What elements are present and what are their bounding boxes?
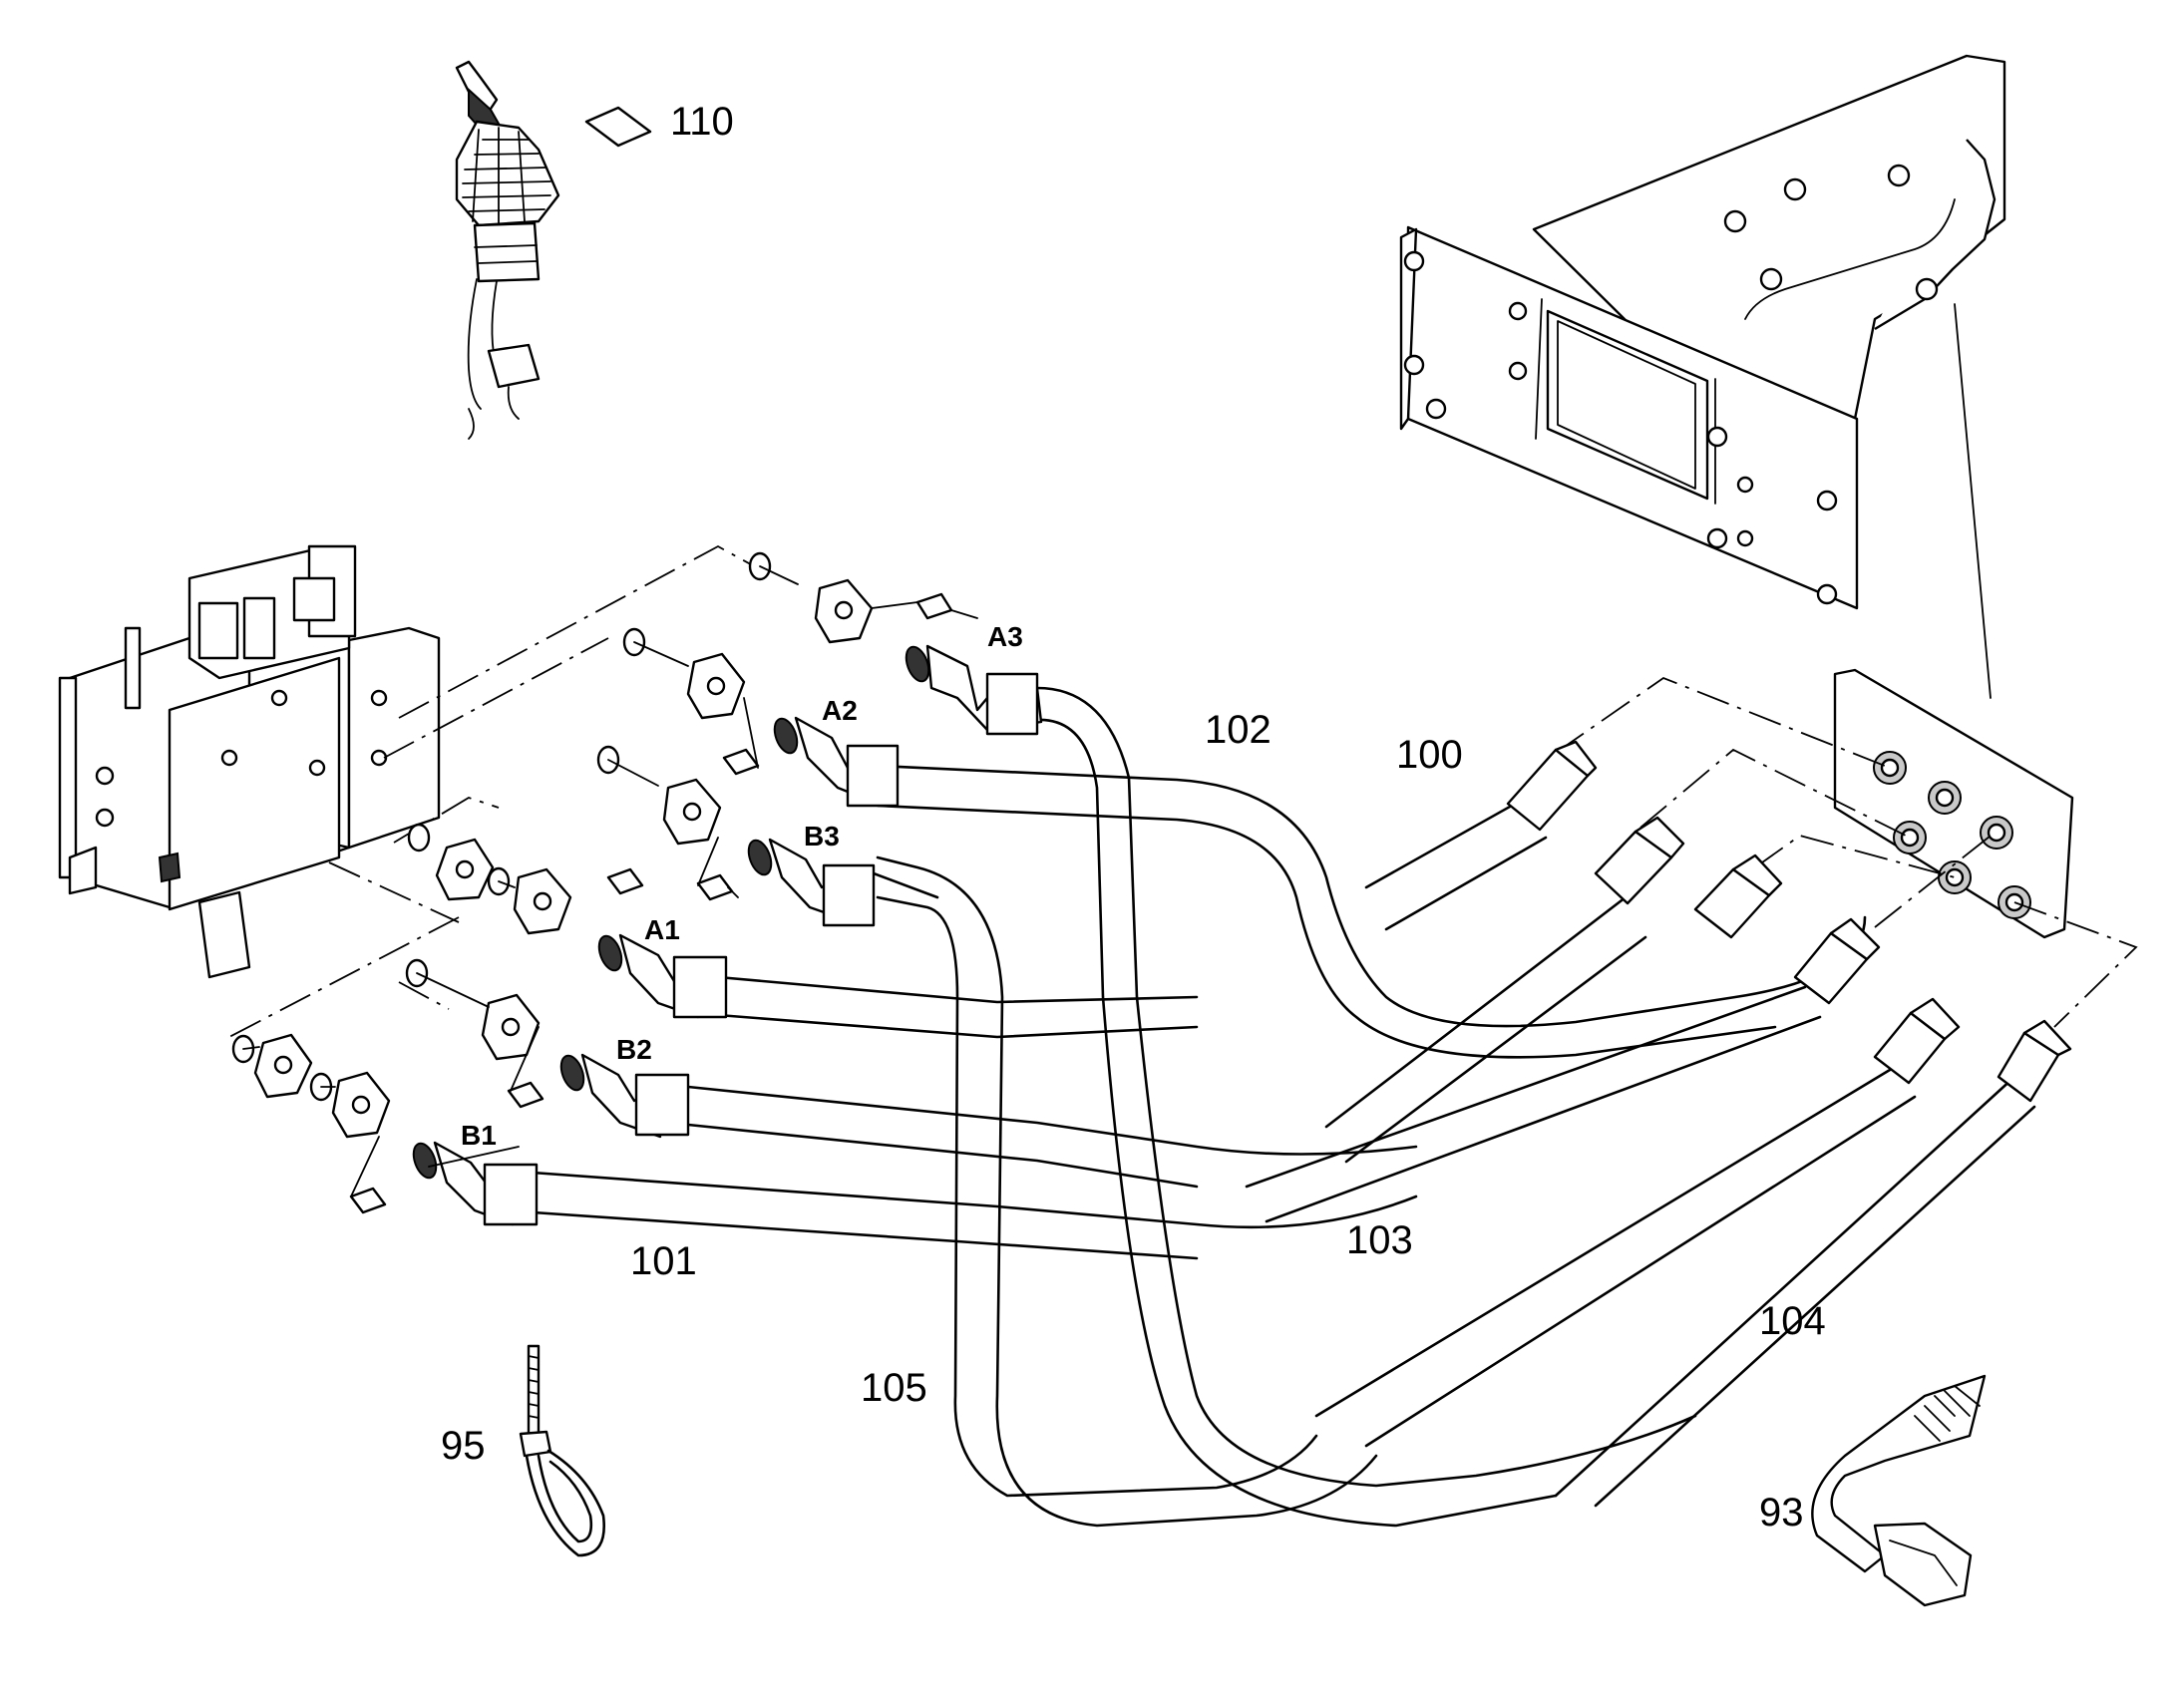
port-labels: A3 A2 B3 A1 B2 B1 <box>461 621 1023 1151</box>
control-valve-icon <box>58 544 441 979</box>
fitting-b3 <box>747 838 876 927</box>
port-a3: A3 <box>987 621 1023 652</box>
callout-105: 105 <box>861 1366 927 1410</box>
note-diamond-icon <box>584 106 652 148</box>
fitting-100 <box>1506 740 1598 832</box>
port-a1: A1 <box>644 914 680 945</box>
port-b1: B1 <box>461 1120 497 1151</box>
bulkhead-plate-icon <box>1833 668 2074 939</box>
fitting-right-3 <box>1693 854 1783 939</box>
fitting-right-5 <box>1873 997 1961 1085</box>
callout-labels: 110 102 100 101 103 104 105 95 93 <box>441 100 1826 1535</box>
mounting-bracket-icon <box>1399 54 2006 699</box>
fitting-right-6 <box>1997 1019 2072 1103</box>
fitting-right-4 <box>1793 917 1881 1005</box>
port-b3: B3 <box>804 821 840 852</box>
hose-a1 <box>716 975 1199 1039</box>
callout-103: 103 <box>1346 1218 1413 1262</box>
fitting-a1 <box>597 933 728 1019</box>
fitting-b1 <box>412 1141 539 1226</box>
fitting-a2 <box>773 716 900 808</box>
bulkhead-fittings <box>1873 751 2031 919</box>
cable-tie-icon <box>519 1344 606 1557</box>
hose-100 <box>1364 796 1548 931</box>
port-b2: B2 <box>616 1034 652 1065</box>
callout-101: 101 <box>630 1239 697 1283</box>
callout-104: 104 <box>1759 1299 1826 1343</box>
hose-tubes-right <box>1245 895 2036 1508</box>
fitting-b2 <box>559 1053 690 1139</box>
callout-110: 110 <box>670 100 734 144</box>
fitting-right-2 <box>1594 816 1685 905</box>
callout-93: 93 <box>1759 1491 1804 1535</box>
callout-102: 102 <box>1205 708 1272 752</box>
flange-kit <box>231 551 978 1214</box>
callout-95: 95 <box>441 1424 486 1468</box>
hose-fitting-icon <box>412 644 2072 1226</box>
port-a2: A2 <box>822 695 858 726</box>
callout-100: 100 <box>1396 733 1463 777</box>
hose-a3 <box>1035 686 1697 1528</box>
joystick-icon <box>455 60 560 440</box>
bracket-bolts <box>1403 164 1939 605</box>
hose-102 <box>876 764 1867 1059</box>
hose-101 <box>517 1170 1418 1260</box>
hose-105 <box>876 855 1378 1528</box>
hose-b2 <box>686 1085 1418 1189</box>
fitting-a3 <box>905 644 1043 736</box>
assembly-lines <box>228 544 2138 1038</box>
strap-icon <box>1811 1374 1987 1607</box>
